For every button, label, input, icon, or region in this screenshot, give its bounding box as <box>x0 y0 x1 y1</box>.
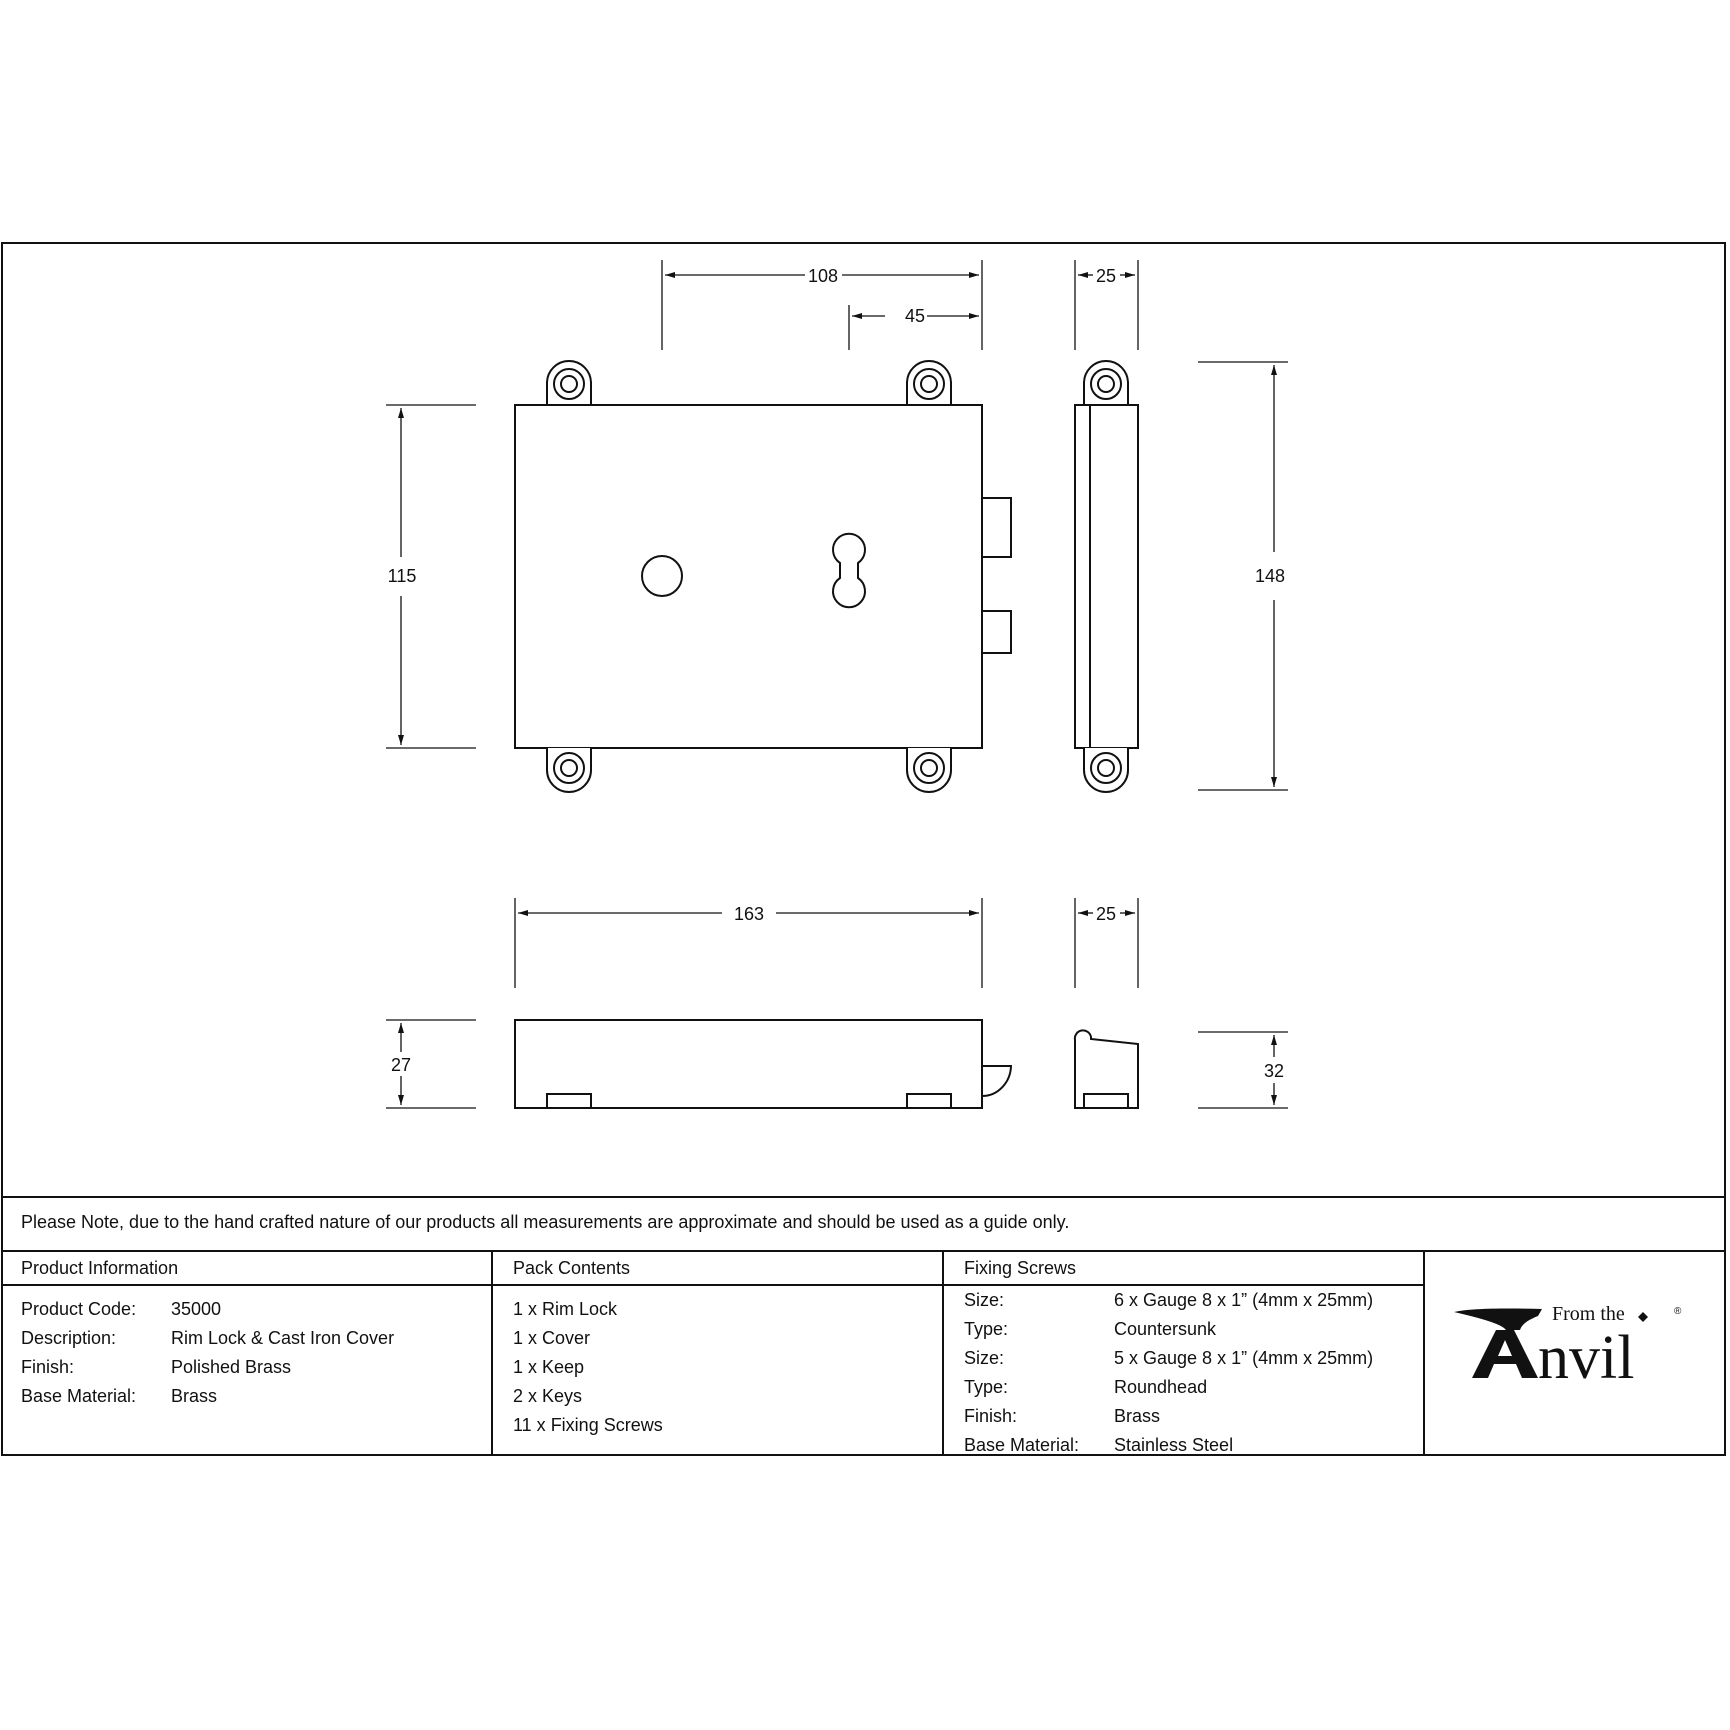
keyhole <box>832 532 866 609</box>
info-row-description: Description: Rim Lock & Cast Iron Cover <box>21 1328 395 1348</box>
pack-item: 11 x Fixing Screws <box>513 1415 663 1435</box>
dim-163: 163 <box>734 904 764 924</box>
brand-tagline: From the <box>1552 1303 1625 1325</box>
dim-115: 115 <box>388 566 417 586</box>
dim-25-bottom: 25 <box>1096 904 1116 924</box>
dim-108: 108 <box>808 266 838 286</box>
end-view <box>1073 1029 1139 1109</box>
drawing-frame <box>1 242 1726 1456</box>
screw-row: Type: Roundhead <box>964 1377 1208 1397</box>
product-information-heading: Product Information <box>1 1252 491 1286</box>
fixing-screws-heading: Fixing Screws <box>944 1252 1423 1286</box>
disclaimer-text: Please Note, due to the hand crafted nat… <box>21 1212 1070 1232</box>
dim-148: 148 <box>1255 566 1285 586</box>
diamond-icon <box>1638 1312 1648 1322</box>
pack-item: 1 x Cover <box>513 1328 591 1348</box>
dead-bolt <box>981 610 1012 654</box>
info-table: Product Information Product Code: 35000 … <box>1 1250 1726 1456</box>
product-information-column: Product Information Product Code: 35000 … <box>1 1252 493 1456</box>
screw-row: Type: Countersunk <box>964 1319 1217 1339</box>
from-the-anvil-logo: From the nvil ® <box>1454 1303 1682 1390</box>
registered-mark: ® <box>1674 1306 1682 1317</box>
pack-item: 2 x Keys <box>513 1386 583 1406</box>
screw-row: Finish: Brass <box>964 1406 1161 1426</box>
fixing-lug-bottom-left <box>546 748 592 793</box>
spindle-hole <box>641 555 683 597</box>
screw-row: Base Material: Stainless Steel <box>964 1435 1234 1455</box>
fixing-lug-top-right <box>906 360 952 405</box>
front-view <box>514 360 1012 793</box>
fixing-lug-bottom-right <box>906 748 952 793</box>
pack-contents-heading: Pack Contents <box>493 1252 942 1286</box>
screw-row: Size: 5 x Gauge 8 x 1” (4mm x 25mm) <box>964 1348 1374 1368</box>
info-row-product-code: Product Code: 35000 <box>21 1299 222 1319</box>
fixing-lug-top-left <box>546 360 592 405</box>
dim-45: 45 <box>905 306 925 326</box>
dim-25-top: 25 <box>1096 266 1116 286</box>
pack-item: 1 x Rim Lock <box>513 1299 618 1319</box>
dim-32: 32 <box>1264 1061 1284 1081</box>
dim-27: 27 <box>391 1055 411 1075</box>
pack-item: 1 x Keep <box>513 1357 585 1377</box>
plan-view <box>514 1019 1013 1109</box>
info-row-base-material: Base Material: Brass <box>21 1386 218 1406</box>
pack-contents-column: Pack Contents 1 x Rim Lock 1 x Cover 1 x… <box>493 1252 944 1456</box>
screw-row: Size: 6 x Gauge 8 x 1” (4mm x 25mm) <box>964 1290 1374 1310</box>
brand-name: nvil <box>1538 1324 1634 1390</box>
latch-bolt <box>981 497 1012 558</box>
info-row-finish: Finish: Polished Brass <box>21 1357 292 1377</box>
disclaimer-row: Please Note, due to the hand crafted nat… <box>1 1196 1726 1250</box>
side-view <box>1074 360 1139 793</box>
fixing-screws-column: Fixing Screws Size: 6 x Gauge 8 x 1” (4m… <box>944 1252 1425 1456</box>
lock-body <box>514 404 983 749</box>
anvil-icon <box>1454 1308 1542 1378</box>
